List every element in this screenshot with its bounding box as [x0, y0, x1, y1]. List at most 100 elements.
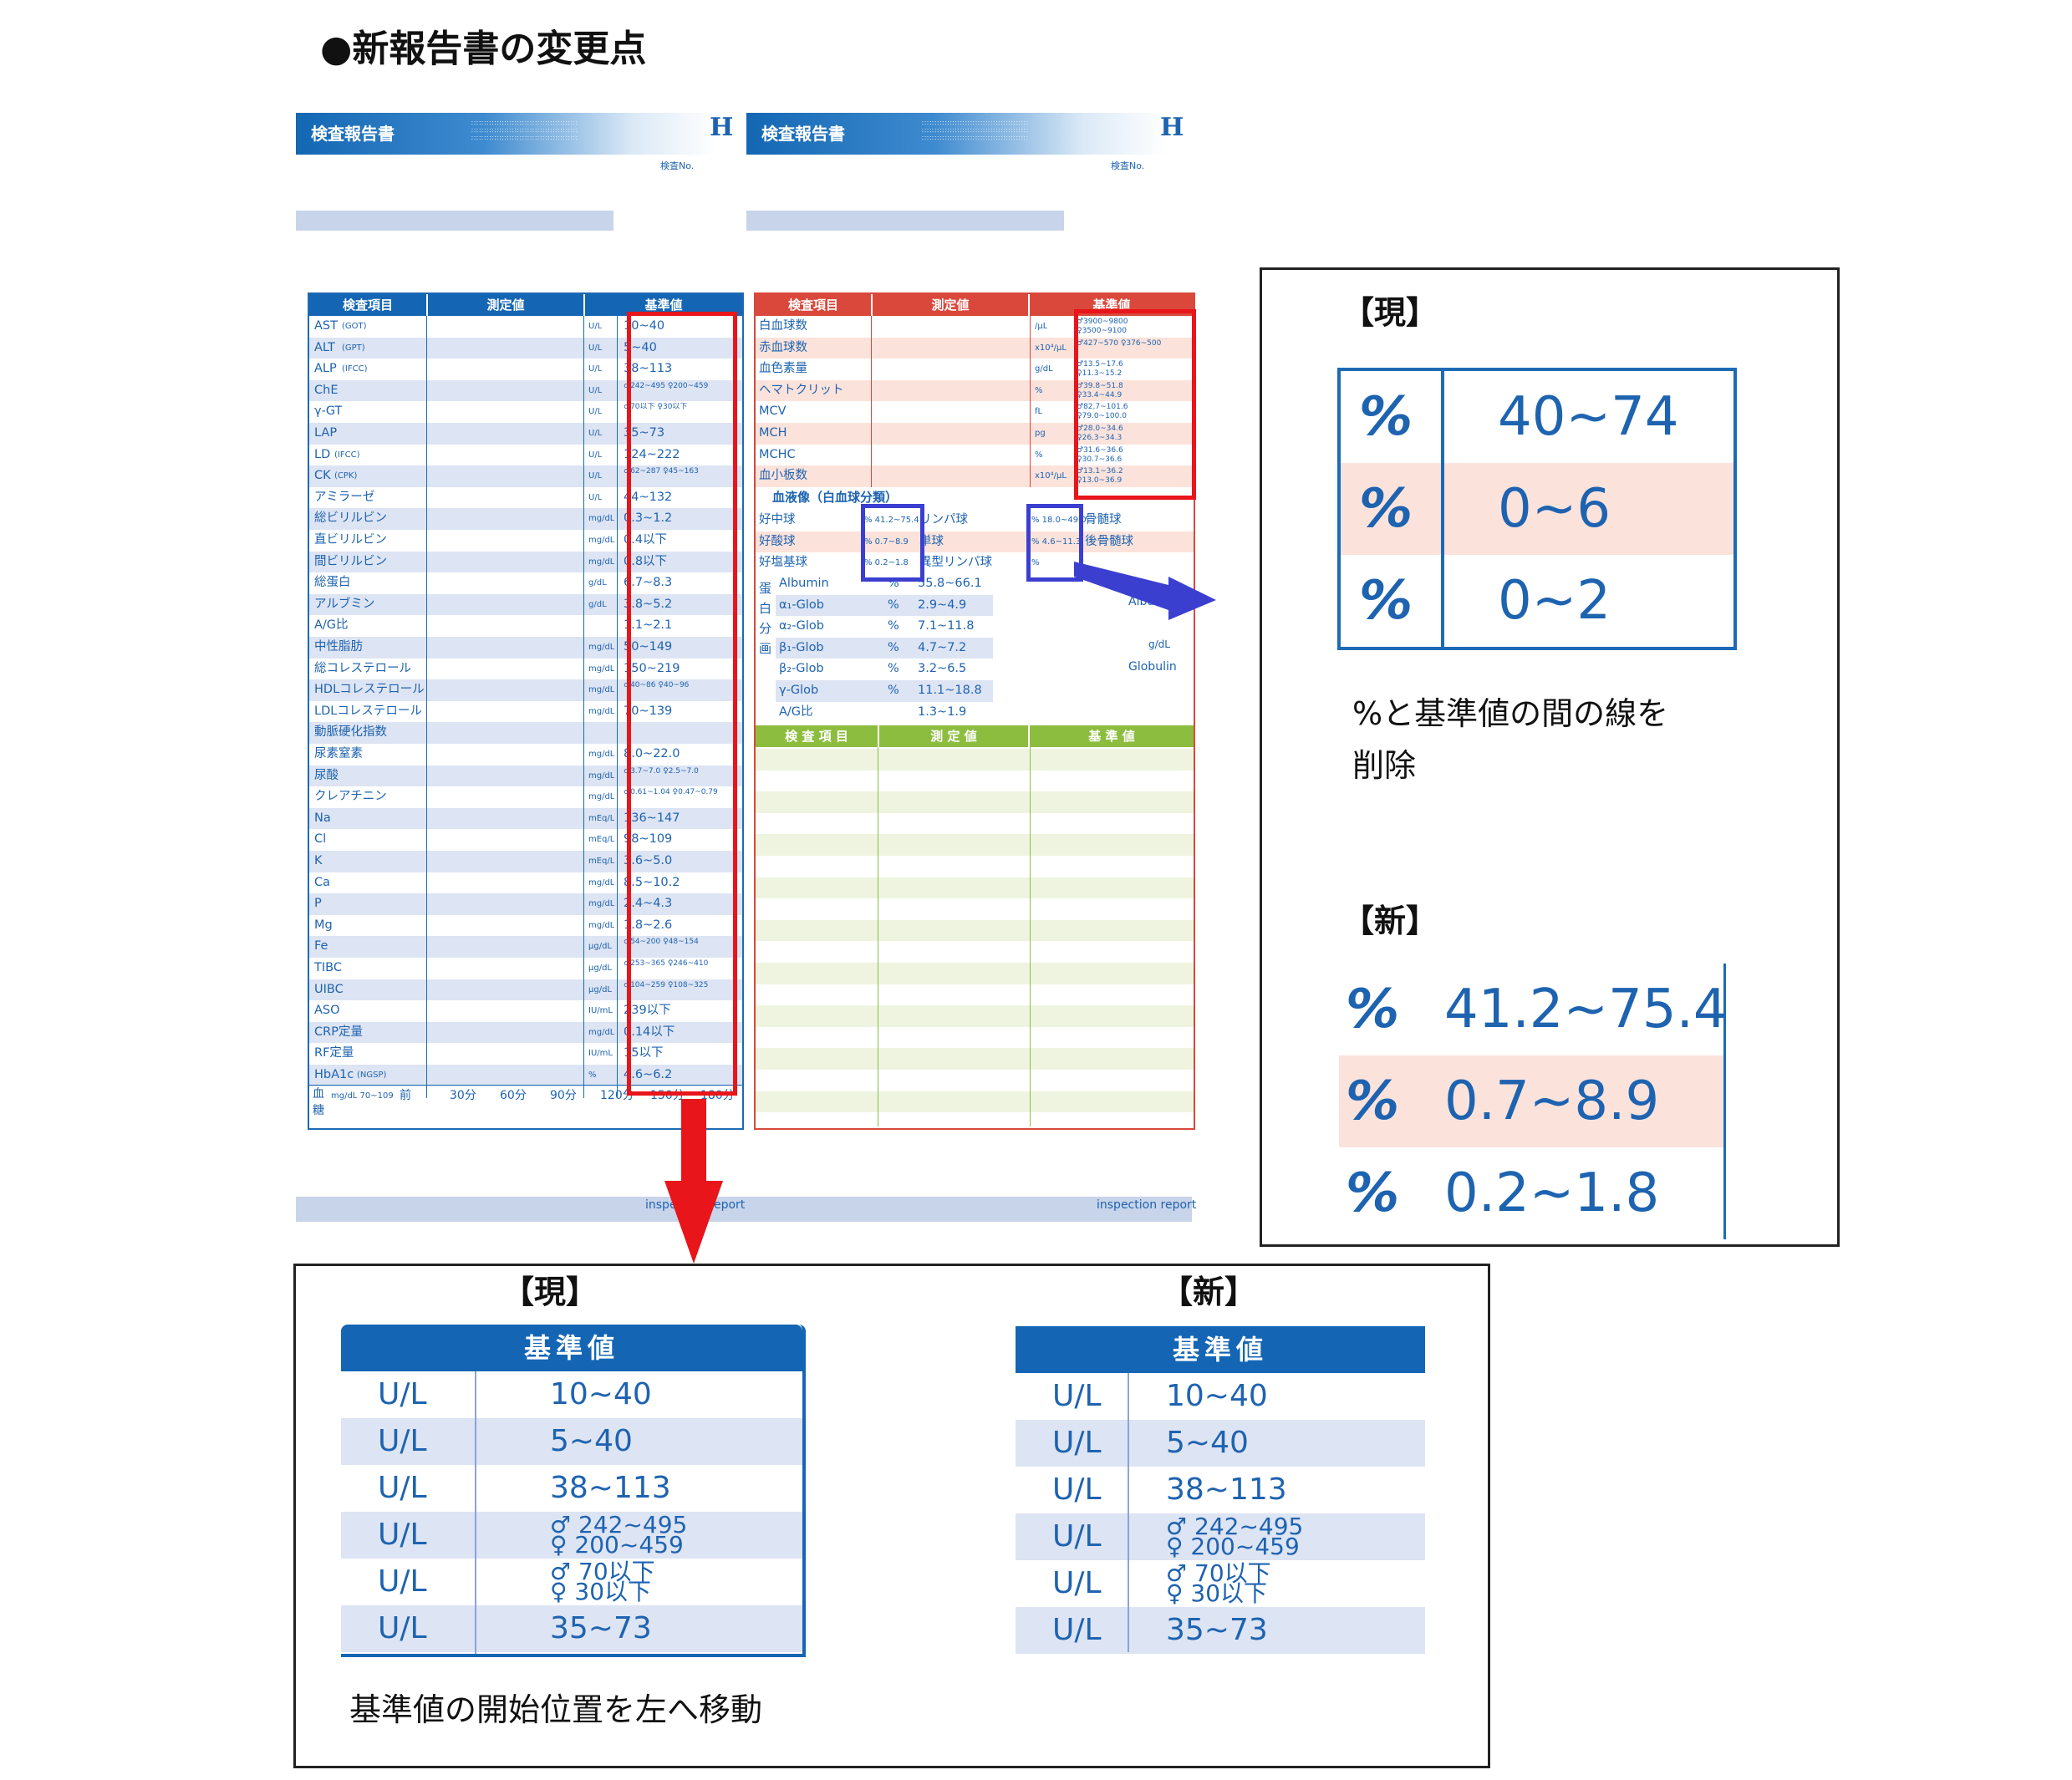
- cell-label: 好中球: [759, 513, 796, 526]
- percent-unit: %: [1346, 1162, 1400, 1224]
- reference-value: 239以下: [624, 1004, 671, 1018]
- unit: fL: [1035, 407, 1043, 417]
- new-label: 【新】: [1342, 903, 1438, 939]
- reference-value-pair: ♂ 242~495♀ 200~459: [550, 1513, 687, 1559]
- bottom-compare-note: 基準値の開始位置を左へ移動: [349, 1691, 763, 1728]
- unit: %: [888, 598, 899, 612]
- unit: mg/dL: [588, 706, 615, 716]
- protein-group-label: 蛋白分画: [759, 581, 772, 656]
- reference-column-highlight-right: [1074, 309, 1196, 500]
- table-row: LDLコレステロール mg/dL 70~139: [309, 701, 742, 723]
- cell-label: 単球: [919, 534, 944, 548]
- reference-value: 1.1~2.1: [624, 618, 673, 633]
- percent-row: %40~74: [1341, 371, 1733, 463]
- unit: pg: [1035, 429, 1046, 438]
- unit: %: [588, 1071, 597, 1080]
- item-sub: (GPT): [342, 343, 365, 353]
- unit: mg/dL: [588, 1027, 615, 1037]
- info-bar: [746, 211, 1064, 231]
- item-name: HbA1c: [314, 1068, 354, 1081]
- unit: U/L: [588, 407, 603, 417]
- item-name: UIBC: [314, 982, 344, 996]
- reference-value-female: ♀ 200~459: [1166, 1533, 1300, 1560]
- reference-value: 5~40: [1166, 1426, 1249, 1460]
- reference-row: U/L♂ 70以下♀ 30以下: [1016, 1560, 1425, 1607]
- reference-value: 4.7~7.2: [918, 640, 967, 654]
- unit: U/L: [1052, 1379, 1102, 1413]
- item-name: CRP定量: [314, 1025, 363, 1039]
- reference-value: 15以下: [624, 1046, 664, 1060]
- reference-value: ♂0.61~1.04 ♀0.47~0.79: [624, 788, 718, 797]
- reference-value: ♂40~86 ♀40~96: [624, 681, 690, 690]
- reference-value: 11.1~18.8: [918, 684, 982, 697]
- item-name: 中性脂肪: [314, 640, 363, 654]
- reference-value: 35~73: [550, 1611, 652, 1645]
- blood-image-highlight-right: [1026, 504, 1083, 582]
- reference-value: ♂104~259 ♀108~325: [624, 980, 709, 989]
- reference-value: 6.7~8.3: [624, 576, 673, 590]
- reference-header: 基準値: [341, 1325, 802, 1371]
- blood-image-title: 血液像（白血球分類）: [772, 490, 899, 505]
- percent-unit: %: [1346, 979, 1400, 1040]
- reference-value: 10~40: [1166, 1379, 1268, 1413]
- reference-value: 38~113: [1166, 1472, 1287, 1507]
- table-row: MCHC%♂31.6~36.6 ♀30.7~36.6: [756, 445, 1194, 466]
- empty-row: [756, 834, 1194, 856]
- item-sub: (NGSP): [357, 1071, 387, 1080]
- percent-row: %0~6: [1341, 463, 1733, 555]
- percent-line-compare-panel: 【現】 %40~74%0~6%0~2 %と基準値の間の線を 削除 【新】 %41…: [1260, 267, 1840, 1247]
- unit: %: [888, 684, 899, 697]
- reference-value: %: [1031, 558, 1040, 568]
- reference-value-female: ♀ 200~459: [550, 1531, 684, 1559]
- item-name: γ-Glob: [779, 684, 819, 697]
- reference-value: 3.6~5.0: [624, 854, 673, 867]
- item-name: Albumin: [779, 577, 829, 590]
- unit: U/L: [1052, 1519, 1102, 1554]
- col-header-value: 測定値: [428, 294, 583, 316]
- reference-value: ♂427~570 ♀376~500: [1077, 338, 1162, 348]
- item-name: クレアチニン: [314, 790, 387, 804]
- percent-value: 40~74: [1498, 386, 1679, 448]
- empty-row: [756, 1048, 1194, 1070]
- reference-value: 0.14以下: [624, 1025, 675, 1039]
- item-name: K: [314, 854, 323, 867]
- item-name: ASO: [314, 1004, 340, 1018]
- item-name: β₁-Glob: [779, 640, 824, 654]
- unit: U/L: [588, 471, 603, 481]
- reference-value-pair: ♂ 242~495♀ 200~459: [1166, 1515, 1303, 1560]
- reference-value: 1.8~2.6: [624, 918, 673, 932]
- cell-label: 異型リンパ球: [919, 556, 992, 570]
- cell-label: 好塩基球: [759, 556, 807, 570]
- reference-value: 35~73: [624, 426, 665, 440]
- item-name: A/G比: [779, 704, 813, 719]
- reference-row: U/L 10~40: [1016, 1373, 1425, 1420]
- item-name: Cl: [314, 832, 327, 847]
- unit: U/L: [588, 450, 603, 460]
- cell-label: 骨髄球: [1085, 513, 1122, 526]
- item-name: LDLコレステロール: [314, 704, 422, 718]
- info-bar: [296, 211, 613, 231]
- unit: mEq/L: [588, 835, 615, 845]
- reference-value: 124~222: [624, 447, 680, 461]
- unit: mg/dL: [588, 920, 615, 930]
- item-name: MCH: [759, 426, 787, 440]
- reference-row: U/L ♂ 242~495♀ 200~459: [1016, 1513, 1425, 1560]
- item-sub: (IFCC): [334, 450, 360, 460]
- item-name: 尿酸: [314, 768, 339, 782]
- unit: mg/dL: [588, 685, 615, 695]
- reference-value: 70~139: [624, 704, 673, 718]
